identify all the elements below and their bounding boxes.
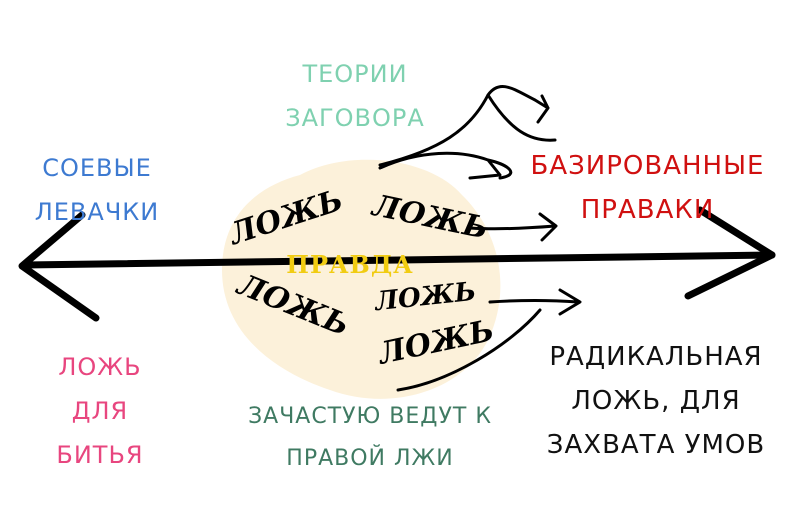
based-rightists-line-2: ПРАВАКИ: [580, 195, 715, 225]
lie-for-beating-label: ЛОЖЬ ДЛЯ БИТЬЯ: [30, 345, 170, 477]
often-lead-line-1: ЗАЧАСТУЮ ВЕДУТ К: [248, 404, 492, 429]
based-rightists-line-1: БАЗИРОВАННЫЕ: [530, 151, 765, 181]
conspiracy-swoop: [378, 151, 513, 180]
radical-lie-line-2: ЛОЖЬ, ДЛЯ: [571, 386, 741, 416]
lie-for-beating-line-1: ЛОЖЬ: [58, 353, 142, 381]
based-rightists-label: БАЗИРОВАННЫЕ ПРАВАКИ: [510, 144, 785, 232]
spectrum-axis-line: [20, 251, 776, 269]
radical-lie-label: РАДИКАЛЬНАЯ ЛОЖЬ, ДЛЯ ЗАХВАТА УМОВ: [525, 335, 787, 467]
conspiracy-theories-label: ТЕОРИИ ЗАГОВОРА: [255, 52, 455, 140]
lie-for-beating-line-2: ДЛЯ: [71, 397, 129, 425]
right-arrowhead: [684, 206, 776, 300]
radical-lie-line-1: РАДИКАЛЬНАЯ: [549, 342, 763, 372]
soy-leftists-line-2: ЛЕВАЧКИ: [34, 198, 160, 226]
often-lead-label: ЗАЧАСТУЮ ВЕДУТ К ПРАВОЙ ЛЖИ: [220, 396, 520, 480]
radical-lie-line-3: ЗАХВАТА УМОВ: [546, 430, 766, 460]
truth-label: ПРАВДА: [286, 250, 414, 279]
truth-blob: [222, 159, 501, 399]
often-lead-line-2: ПРАВОЙ ЛЖИ: [286, 446, 454, 471]
lie-arrow-2: [488, 288, 582, 316]
conspiracy-line-1: ТЕОРИИ: [302, 60, 408, 88]
conspiracy-to-based-arrow: [378, 84, 557, 167]
lie-for-beating-line-3: БИТЬЯ: [56, 441, 144, 469]
soy-leftists-line-1: СОЕВЫЕ: [42, 154, 152, 182]
left-arrowhead: [18, 211, 100, 322]
soy-leftists-label: СОЕВЫЕ ЛЕВАЧКИ: [12, 146, 182, 234]
lie-arrow-1: [468, 212, 558, 242]
conspiracy-line-2: ЗАГОВОРА: [285, 104, 425, 132]
lie-to-bottom-curve: [396, 308, 542, 392]
